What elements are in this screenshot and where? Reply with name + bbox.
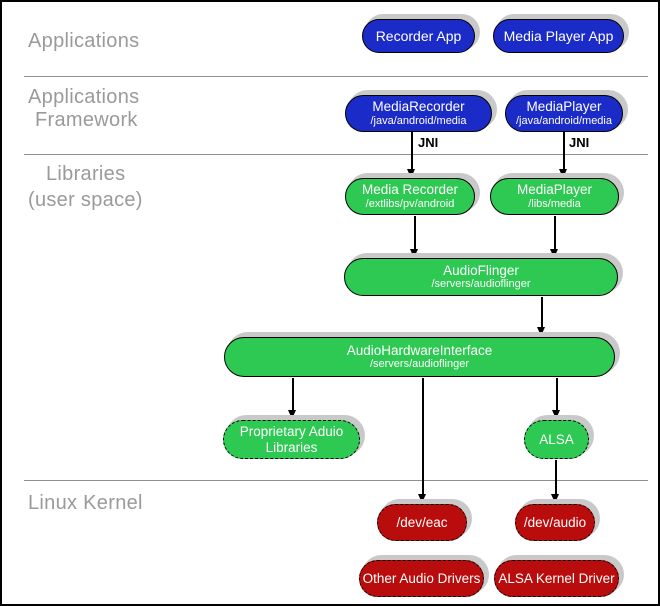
node-recorder-app-label: Recorder App [375, 27, 462, 44]
node-media-recorder-framework: MediaRecorder /java/android/media [345, 95, 492, 132]
node-dev-eac: /dev/eac [377, 504, 467, 541]
node-proprietary-audio-libraries-label: Proprietary Aduio Libraries [239, 423, 344, 455]
node-audioflinger: AudioFlinger /servers/audioflinger [344, 258, 618, 296]
node-media-recorder-lib-path: /extlibs/pv/android [365, 197, 455, 210]
edge-label-jni-recorder: JNI [418, 135, 439, 150]
layer-label-applications: Applications [28, 30, 140, 52]
node-audioflinger-path: /servers/audioflinger [431, 278, 531, 291]
edge-recorderlib-audioflinger-arrowhead [410, 249, 418, 258]
node-alsa: ALSA [524, 420, 589, 459]
node-media-player-framework-title: MediaPlayer [526, 99, 602, 115]
edge-playerlib-audioflinger-arrowhead [550, 249, 558, 258]
divider-applications-framework [24, 76, 648, 77]
node-audioflinger-title: AudioFlinger [443, 262, 519, 278]
node-alsa-kernel-driver-label: ALSA Kernel Driver [498, 570, 615, 586]
edge-ahi-alsa-arrowhead [552, 410, 560, 419]
edge-ahi-deveac-line [422, 378, 424, 496]
divider-framework-libraries [24, 154, 648, 155]
edge-audioflinger-ahi-line [541, 297, 543, 329]
edge-recorderlib-audioflinger-line [414, 216, 416, 251]
node-audio-hardware-interface: AudioHardwareInterface /servers/audiofli… [224, 337, 615, 377]
layer-label-framework-line1: Applications [28, 86, 140, 108]
edge-ahi-deveac-arrowhead [418, 494, 426, 503]
node-other-audio-drivers-label: Other Audio Drivers [362, 570, 481, 586]
edge-alsa-devaudio-line [555, 460, 557, 496]
edge-ahi-alsa-line [556, 378, 558, 412]
node-other-audio-drivers: Other Audio Drivers [359, 560, 484, 597]
node-alsa-kernel-driver: ALSA Kernel Driver [494, 560, 619, 597]
node-media-player-lib-title: MediaPlayer [516, 182, 593, 198]
node-media-recorder-framework-path: /java/android/media [370, 114, 467, 127]
node-media-player-app-label: Media Player App [503, 27, 614, 44]
edge-jni-player-line [563, 132, 565, 171]
node-recorder-app: Recorder App [362, 19, 475, 53]
layer-label-framework-line2: Framework [35, 109, 138, 131]
node-proprietary-audio-libraries: Proprietary Aduio Libraries [223, 420, 360, 459]
node-media-player-framework-path: /java/android/media [515, 114, 612, 127]
layer-label-libraries-line1: Libraries [46, 163, 126, 185]
edge-label-jni-player: JNI [569, 135, 590, 150]
node-audio-hardware-interface-path: /servers/audioflinger [369, 358, 470, 371]
node-media-player-app: Media Player App [493, 19, 624, 53]
node-dev-audio: /dev/audio [515, 504, 595, 541]
edge-audioflinger-ahi-arrowhead [537, 327, 545, 336]
layer-label-libraries-line2: (user space) [28, 189, 143, 211]
node-media-player-lib: MediaPlayer /libs/media [490, 178, 619, 215]
node-dev-eac-label: /dev/eac [396, 514, 448, 530]
node-media-player-lib-path: /libs/media [528, 197, 581, 210]
node-media-recorder-lib: Media Recorder /extlibs/pv/android [345, 178, 475, 215]
node-alsa-label: ALSA [539, 431, 574, 447]
divider-libraries-kernel [24, 480, 648, 481]
layer-label-linux-kernel: Linux Kernel [28, 492, 143, 514]
node-media-player-framework: MediaPlayer /java/android/media [505, 95, 623, 132]
node-media-recorder-framework-title: MediaRecorder [372, 99, 465, 115]
edge-ahi-proprietary-line [292, 378, 294, 412]
edge-playerlib-audioflinger-line [554, 216, 556, 251]
edge-jni-recorder-line [411, 132, 413, 171]
edge-jni-player-arrowhead [559, 169, 567, 178]
node-audio-hardware-interface-title: AudioHardwareInterface [346, 342, 493, 358]
node-dev-audio-label: /dev/audio [523, 514, 587, 530]
edge-alsa-devaudio-arrowhead [551, 494, 559, 503]
edge-ahi-proprietary-arrowhead [288, 410, 296, 419]
node-media-recorder-lib-title: Media Recorder [361, 182, 459, 198]
edge-jni-recorder-arrowhead [407, 169, 415, 178]
